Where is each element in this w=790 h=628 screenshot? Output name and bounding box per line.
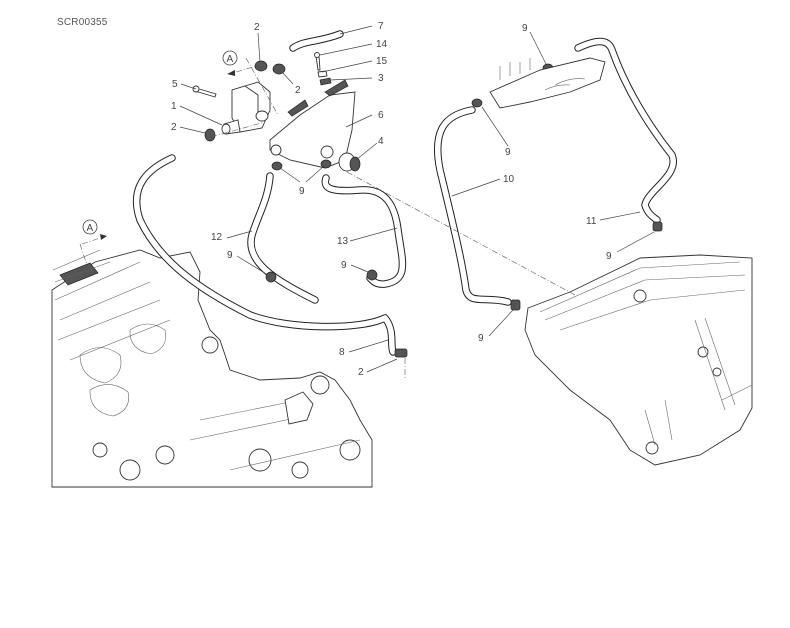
callout-13: 13 bbox=[337, 236, 349, 247]
hose-11 bbox=[574, 37, 677, 224]
view-marker-text: A bbox=[227, 54, 234, 65]
callout-8: 8 bbox=[339, 347, 345, 358]
callout-2: 2 bbox=[358, 367, 364, 378]
callout-15: 15 bbox=[376, 56, 388, 67]
small-parts-3-14-15 bbox=[314, 52, 332, 86]
callout-12: 12 bbox=[211, 232, 223, 243]
bolt-5 bbox=[192, 85, 217, 98]
callout-1: 1 bbox=[171, 101, 177, 112]
bracket bbox=[269, 79, 356, 169]
callout-9: 9 bbox=[505, 147, 511, 158]
callout-6: 6 bbox=[378, 110, 384, 121]
callout-labels: 1 2 2 2 2 3 4 5 6 7 8 9 9 9 9 9 9 9 10 1… bbox=[171, 21, 612, 378]
callout-9: 9 bbox=[478, 333, 484, 344]
callout-9: 9 bbox=[522, 23, 528, 34]
callout-5: 5 bbox=[172, 79, 178, 90]
hose-8 bbox=[132, 154, 397, 356]
callout-10: 10 bbox=[503, 174, 515, 185]
callout-7: 7 bbox=[378, 21, 384, 32]
callout-2: 2 bbox=[254, 22, 260, 33]
reference-line bbox=[346, 171, 576, 296]
callout-9: 9 bbox=[299, 186, 305, 197]
drawing-code: SCR00355 bbox=[57, 17, 108, 28]
clamps bbox=[204, 60, 663, 358]
top-mount-bracket bbox=[489, 57, 606, 109]
callout-9: 9 bbox=[341, 260, 347, 271]
view-marker-a-lower: A bbox=[79, 219, 107, 269]
hose-13 bbox=[321, 174, 407, 288]
callout-4: 4 bbox=[378, 136, 384, 147]
reference-line bbox=[210, 121, 266, 138]
callout-2: 2 bbox=[295, 85, 301, 96]
callout-9: 9 bbox=[227, 250, 233, 261]
frame bbox=[524, 254, 753, 466]
engine-block bbox=[51, 249, 373, 488]
callout-2: 2 bbox=[171, 122, 177, 133]
hose-7 bbox=[289, 30, 344, 52]
callout-9: 9 bbox=[606, 251, 612, 262]
leader-lines bbox=[179, 25, 655, 373]
hose-10 bbox=[433, 106, 512, 306]
secondary-air-valve bbox=[221, 81, 271, 135]
callout-14: 14 bbox=[376, 39, 388, 50]
callout-3: 3 bbox=[378, 73, 384, 84]
view-marker-a-upper: A bbox=[222, 50, 257, 76]
grommet-4 bbox=[338, 152, 361, 172]
callout-11: 11 bbox=[586, 216, 597, 227]
hose-12 bbox=[247, 172, 319, 304]
view-marker-text: A bbox=[87, 223, 94, 234]
